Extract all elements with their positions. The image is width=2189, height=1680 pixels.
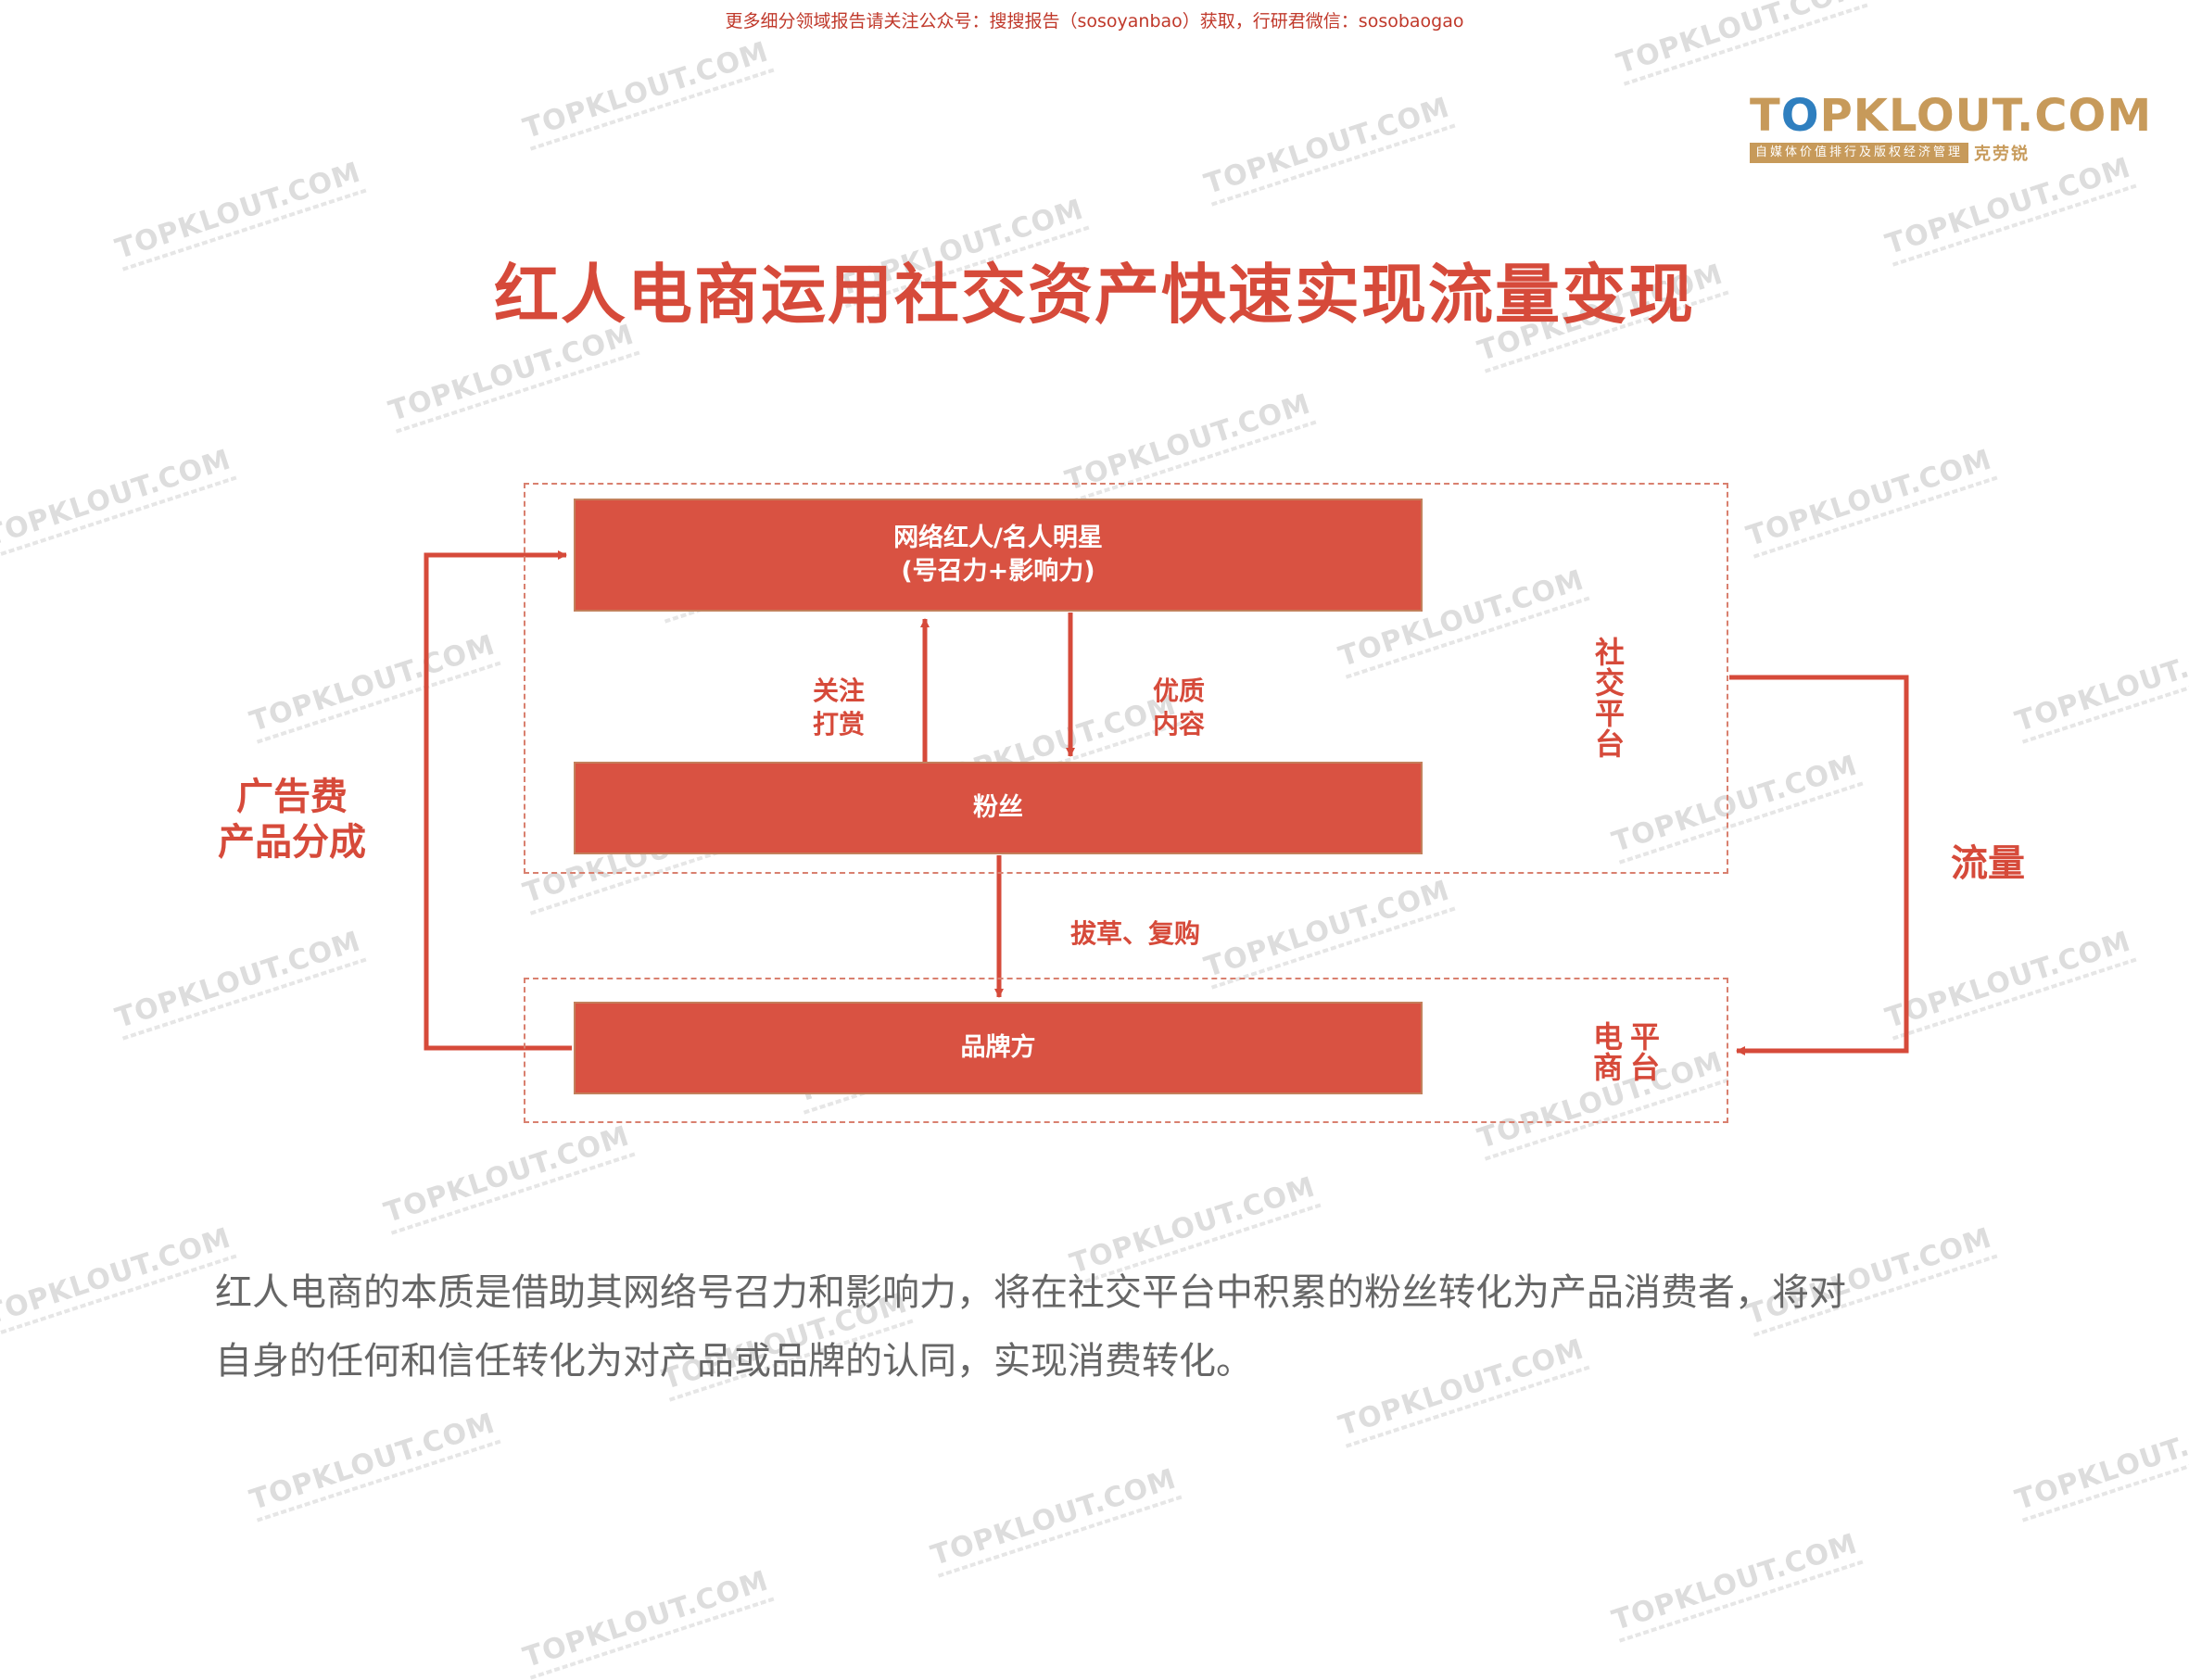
logo-slogan: 自媒体价值排行及版权经济管理: [1750, 143, 1969, 163]
ad-fee-label: 广告费 产品分成: [218, 776, 366, 864]
ad-fee-arrow: [424, 550, 572, 1051]
traffic-arrow: [1729, 675, 1909, 1055]
quality-content-label: 优质 内容: [1152, 676, 1205, 739]
social-platform-label: 社交平台: [1594, 635, 1625, 762]
top-note: 更多细分领域报告请关注公众号：搜搜报告（sosoyanbao）获取，行研君微信：…: [725, 11, 1464, 32]
traffic-label: 流量: [1951, 842, 2025, 885]
influencer-box: 网络红人/名人明星 (号召力+影响力): [574, 499, 1423, 612]
logo: TOPKLOUT.COM 自媒体价值排行及版权经济管理 克劳锐: [1750, 90, 2153, 165]
brand-box: 品牌方: [574, 1002, 1423, 1094]
page-title: 红人电商运用社交资产快速实现流量变现: [494, 257, 1695, 333]
logo-cn-name: 克劳锐: [1974, 145, 2031, 164]
ecommerce-platform-region: [524, 978, 1728, 1123]
social-platform-region: [524, 483, 1728, 874]
ecommerce-platform-label: 电商 平台: [1592, 1019, 1660, 1085]
description: 红人电商的本质是借助其网络号召力和影响力，将在社交平台中积累的粉丝转化为产品消费…: [215, 1271, 1846, 1383]
fans-box: 粉丝: [574, 762, 1423, 854]
grass-repurchase-label: 拔草、复购: [1070, 918, 1201, 949]
logo-wordmark: TOPKLOUT.COM: [1750, 90, 2153, 142]
diagram-connectors: [424, 550, 1909, 1055]
follow-reward-label: 关注 打赏: [812, 676, 865, 739]
